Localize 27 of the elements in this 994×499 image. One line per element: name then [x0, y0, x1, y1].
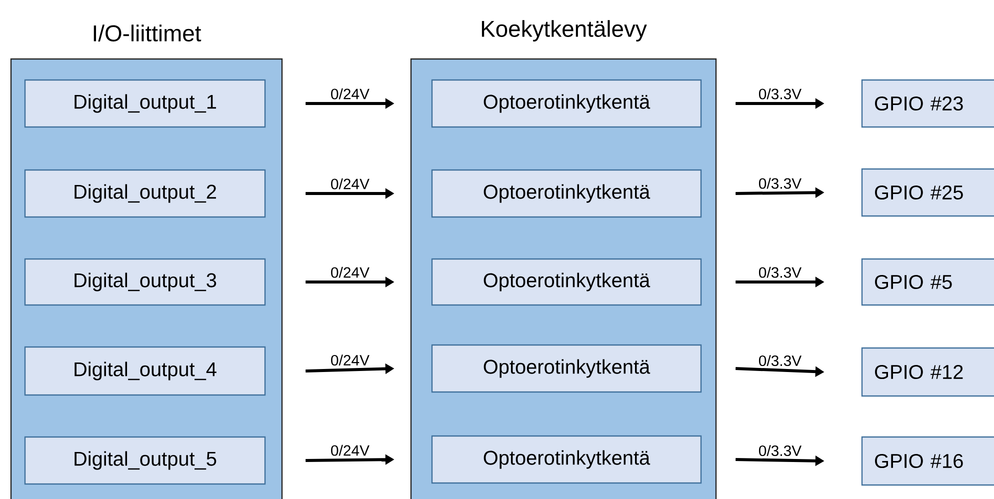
- component-box: Digital_output_5: [24, 436, 266, 485]
- panel-heading: I/O-liittimet: [94, 24, 202, 42]
- edge-label: 0/24V: [329, 177, 371, 190]
- component-box: Digital_output_2: [24, 169, 266, 218]
- edge-label: 0/3.3V: [757, 444, 803, 458]
- component-box: Optoerotinkytkentä: [431, 344, 702, 393]
- component-box: Digital_output_3: [24, 258, 266, 306]
- pin-box: GPIO #25: [861, 168, 994, 217]
- edge-label: 0/24V: [329, 266, 371, 279]
- pin-box: GPIO #5: [861, 258, 994, 306]
- pin-box: GPIO #16: [861, 436, 994, 486]
- component-box: Optoerotinkytkentä: [431, 79, 702, 128]
- component-box: Optoerotinkytkentä: [431, 258, 702, 306]
- component-box: Digital_output_4: [24, 346, 266, 396]
- component-box: Optoerotinkytkentä: [431, 169, 702, 218]
- pin-box: GPIO #23: [861, 79, 994, 128]
- edge-label: 0/3.3V: [757, 176, 803, 190]
- edge-label: 0/24V: [329, 444, 371, 457]
- component-box: Optoerotinkytkentä: [431, 435, 702, 484]
- edge-label: 0/24V: [329, 87, 371, 100]
- edge-label: 0/3.3V: [757, 87, 803, 100]
- edge-label: 0/24V: [329, 354, 371, 367]
- component-box: Digital_output_1: [24, 79, 266, 128]
- edge-label: 0/3.3V: [757, 266, 803, 279]
- edge-label: 0/3.3V: [757, 354, 803, 368]
- panel-heading: Koekytkentälevy: [482, 20, 647, 42]
- pin-box: GPIO #12: [861, 347, 994, 397]
